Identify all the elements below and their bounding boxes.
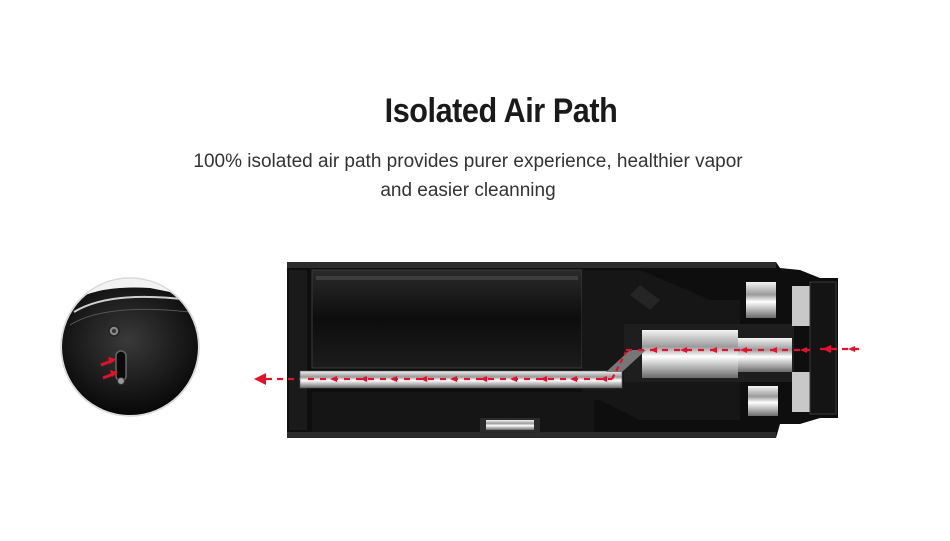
air-inlet-icon bbox=[115, 350, 127, 382]
intake-arrow-icon bbox=[822, 345, 831, 353]
air-tube bbox=[300, 371, 622, 388]
description-line-2: and easier cleanning bbox=[380, 180, 556, 201]
description-line-1: 100% isolated air path provides purer ex… bbox=[193, 151, 743, 172]
device-cutaway bbox=[287, 262, 838, 438]
outlet-arrow-icon bbox=[254, 373, 266, 385]
airflow-path bbox=[254, 345, 862, 385]
feature-description: 100% isolated air path provides purer ex… bbox=[0, 147, 936, 205]
inset-airflow-arrows bbox=[100, 357, 118, 380]
inset-magnifier bbox=[60, 277, 200, 417]
page-title: Isolated Air Path bbox=[384, 92, 618, 130]
